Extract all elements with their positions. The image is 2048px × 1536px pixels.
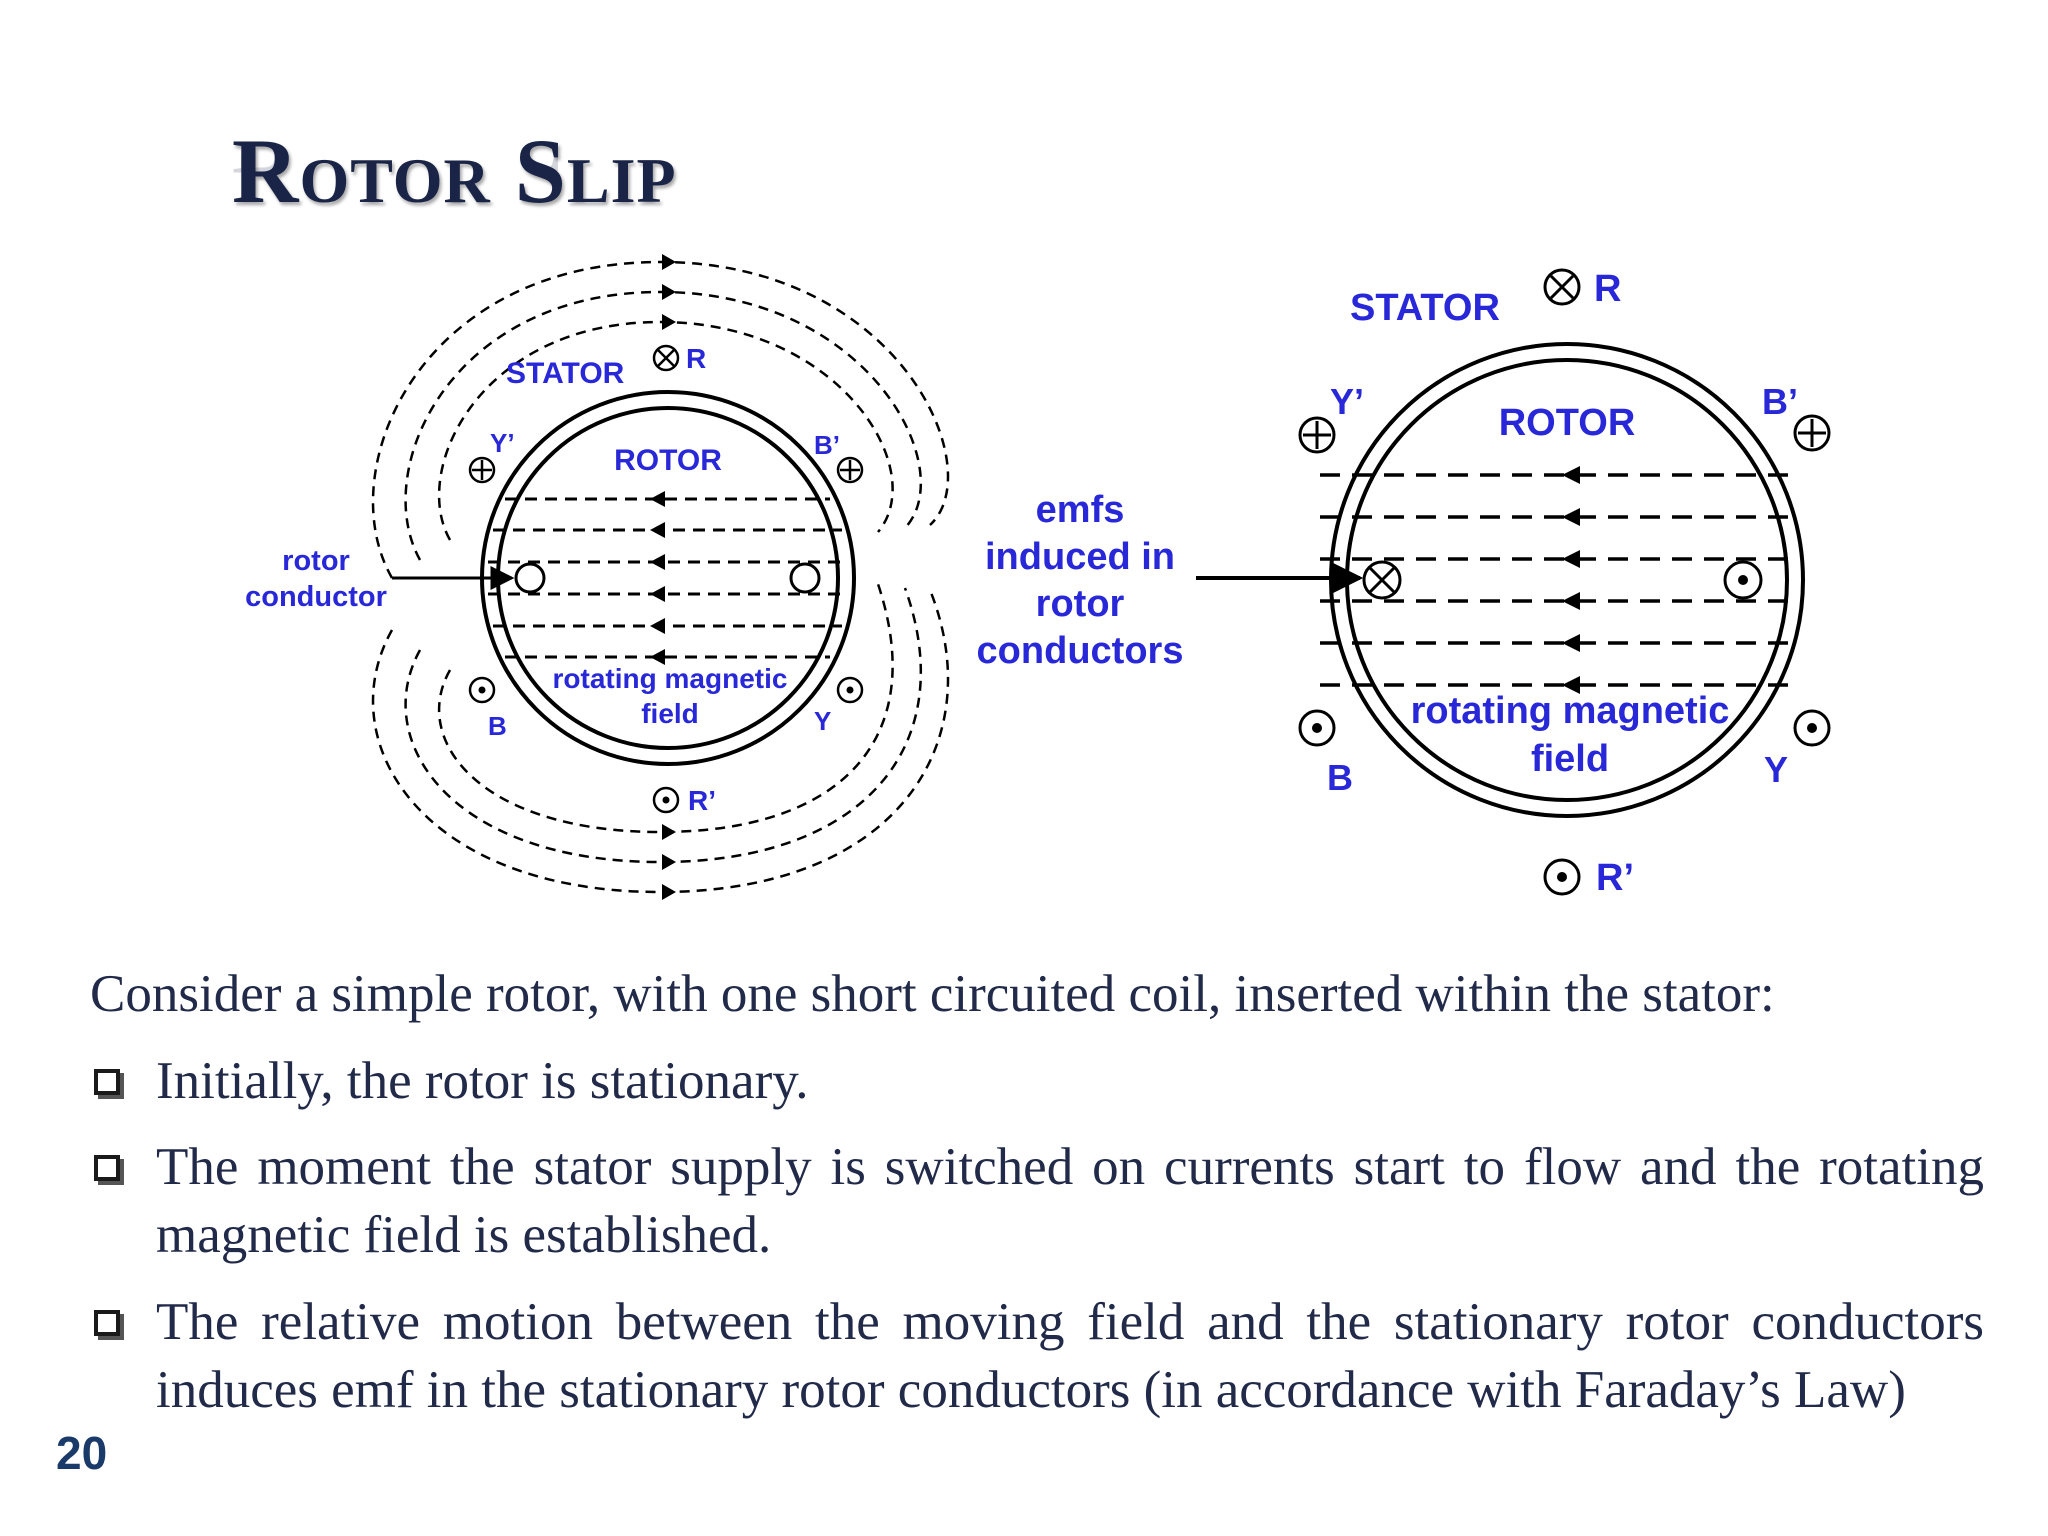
left-conductor-label-line1: rotor xyxy=(282,545,350,577)
left-phase-Rprime-dot-icon xyxy=(652,786,680,814)
slide-title: Rotor Slip xyxy=(232,120,677,222)
bullet-item-3: The relative motion between the moving f… xyxy=(90,1288,1984,1424)
middle-annotation: emfs induced in rotor conductors xyxy=(977,489,1364,672)
right-phase-Rprime-dot-icon xyxy=(1543,858,1581,896)
right-field-lines xyxy=(1320,473,1800,687)
left-phase-Yprime-plus-icon xyxy=(468,456,496,484)
left-field-label-line2: field xyxy=(641,698,699,729)
bullet-item-1: Initially, the rotor is stationary. xyxy=(90,1047,1984,1115)
left-field-lines xyxy=(488,497,848,659)
right-stator-label: STATOR xyxy=(1350,287,1500,329)
left-flux-arrows xyxy=(662,254,676,900)
rotor-slip-diagram: STATOR R ROTOR Y’ B’ rotor conductor rot… xyxy=(245,254,1831,900)
left-phase-R-label: R xyxy=(686,343,706,374)
bullet-text-1: Initially, the rotor is stationary. xyxy=(156,1052,809,1110)
left-flux-loops-top xyxy=(371,260,950,579)
left-diagram: STATOR R ROTOR Y’ B’ rotor conductor rot… xyxy=(245,254,950,900)
right-phase-R-cross-icon xyxy=(1543,268,1581,306)
left-phase-B-label: B xyxy=(488,711,507,741)
right-rotor-conductor-cross-icon xyxy=(1362,560,1402,600)
right-field-label-line2: field xyxy=(1531,738,1609,780)
middle-label-line1: emfs xyxy=(1036,489,1125,531)
right-phase-Y-dot-icon xyxy=(1793,709,1831,747)
right-phase-Bprime-plus-icon xyxy=(1793,414,1831,452)
right-phase-Yprime-label: Y’ xyxy=(1330,381,1364,422)
checkbox-bullet-icon xyxy=(94,1069,120,1095)
left-phase-R-cross-icon xyxy=(652,344,680,372)
right-stator-ring xyxy=(1329,342,1805,818)
left-conductor-label-line2: conductor xyxy=(245,581,387,613)
right-rotor-label: ROTOR xyxy=(1499,402,1636,444)
left-phase-Y-label: Y xyxy=(814,706,831,736)
right-phase-B-label: B xyxy=(1327,757,1353,798)
right-phase-R-label: R xyxy=(1594,268,1621,310)
right-rotor-ring xyxy=(1345,358,1789,802)
right-diagram: STATOR R ROTOR Y’ B’ rotating magnetic f… xyxy=(1298,268,1831,899)
right-phase-Yprime-plus-icon xyxy=(1298,416,1336,454)
right-field-label-line1: rotating magnetic xyxy=(1411,690,1730,732)
bullet-text-2: The moment the stator supply is switched… xyxy=(156,1138,1984,1264)
checkbox-bullet-icon xyxy=(94,1155,120,1181)
intro-text: Consider a simple rotor, with one short … xyxy=(90,965,1775,1023)
left-stator-label: STATOR xyxy=(506,357,625,390)
left-phase-Rprime-label: R’ xyxy=(688,785,716,816)
middle-label-line4: conductors xyxy=(977,630,1184,672)
left-phase-Bprime-label: B’ xyxy=(814,430,840,460)
page-number: 20 xyxy=(56,1427,108,1479)
right-phase-Rprime-label: R’ xyxy=(1596,857,1634,899)
left-phase-Y-dot-icon xyxy=(836,676,864,704)
left-phase-Yprime-label: Y’ xyxy=(490,428,515,458)
bullet-text-3: The relative motion between the moving f… xyxy=(156,1293,1984,1419)
middle-label-line2: induced in xyxy=(985,536,1175,578)
right-rotor-conductor-dot-icon xyxy=(1723,560,1763,600)
right-field-arrows xyxy=(1562,466,1580,694)
left-field-arrows xyxy=(650,491,665,665)
left-field-label-line1: rotating magnetic xyxy=(553,663,788,694)
left-rotor-conductor-left xyxy=(514,562,546,594)
left-phase-Bprime-plus-icon xyxy=(836,456,864,484)
checkbox-bullet-icon xyxy=(94,1310,120,1336)
left-rotor-conductor-right xyxy=(789,562,821,594)
right-phase-Bprime-label: B’ xyxy=(1762,381,1798,422)
right-phase-Y-label: Y xyxy=(1764,749,1788,790)
bullet-item-2: The moment the stator supply is switched… xyxy=(90,1133,1984,1269)
left-flux-loops-bottom xyxy=(371,583,950,894)
left-rotor-label: ROTOR xyxy=(614,444,722,477)
middle-label-line3: rotor xyxy=(1036,583,1125,625)
left-phase-B-dot-icon xyxy=(468,676,496,704)
right-phase-B-dot-icon xyxy=(1298,709,1336,747)
